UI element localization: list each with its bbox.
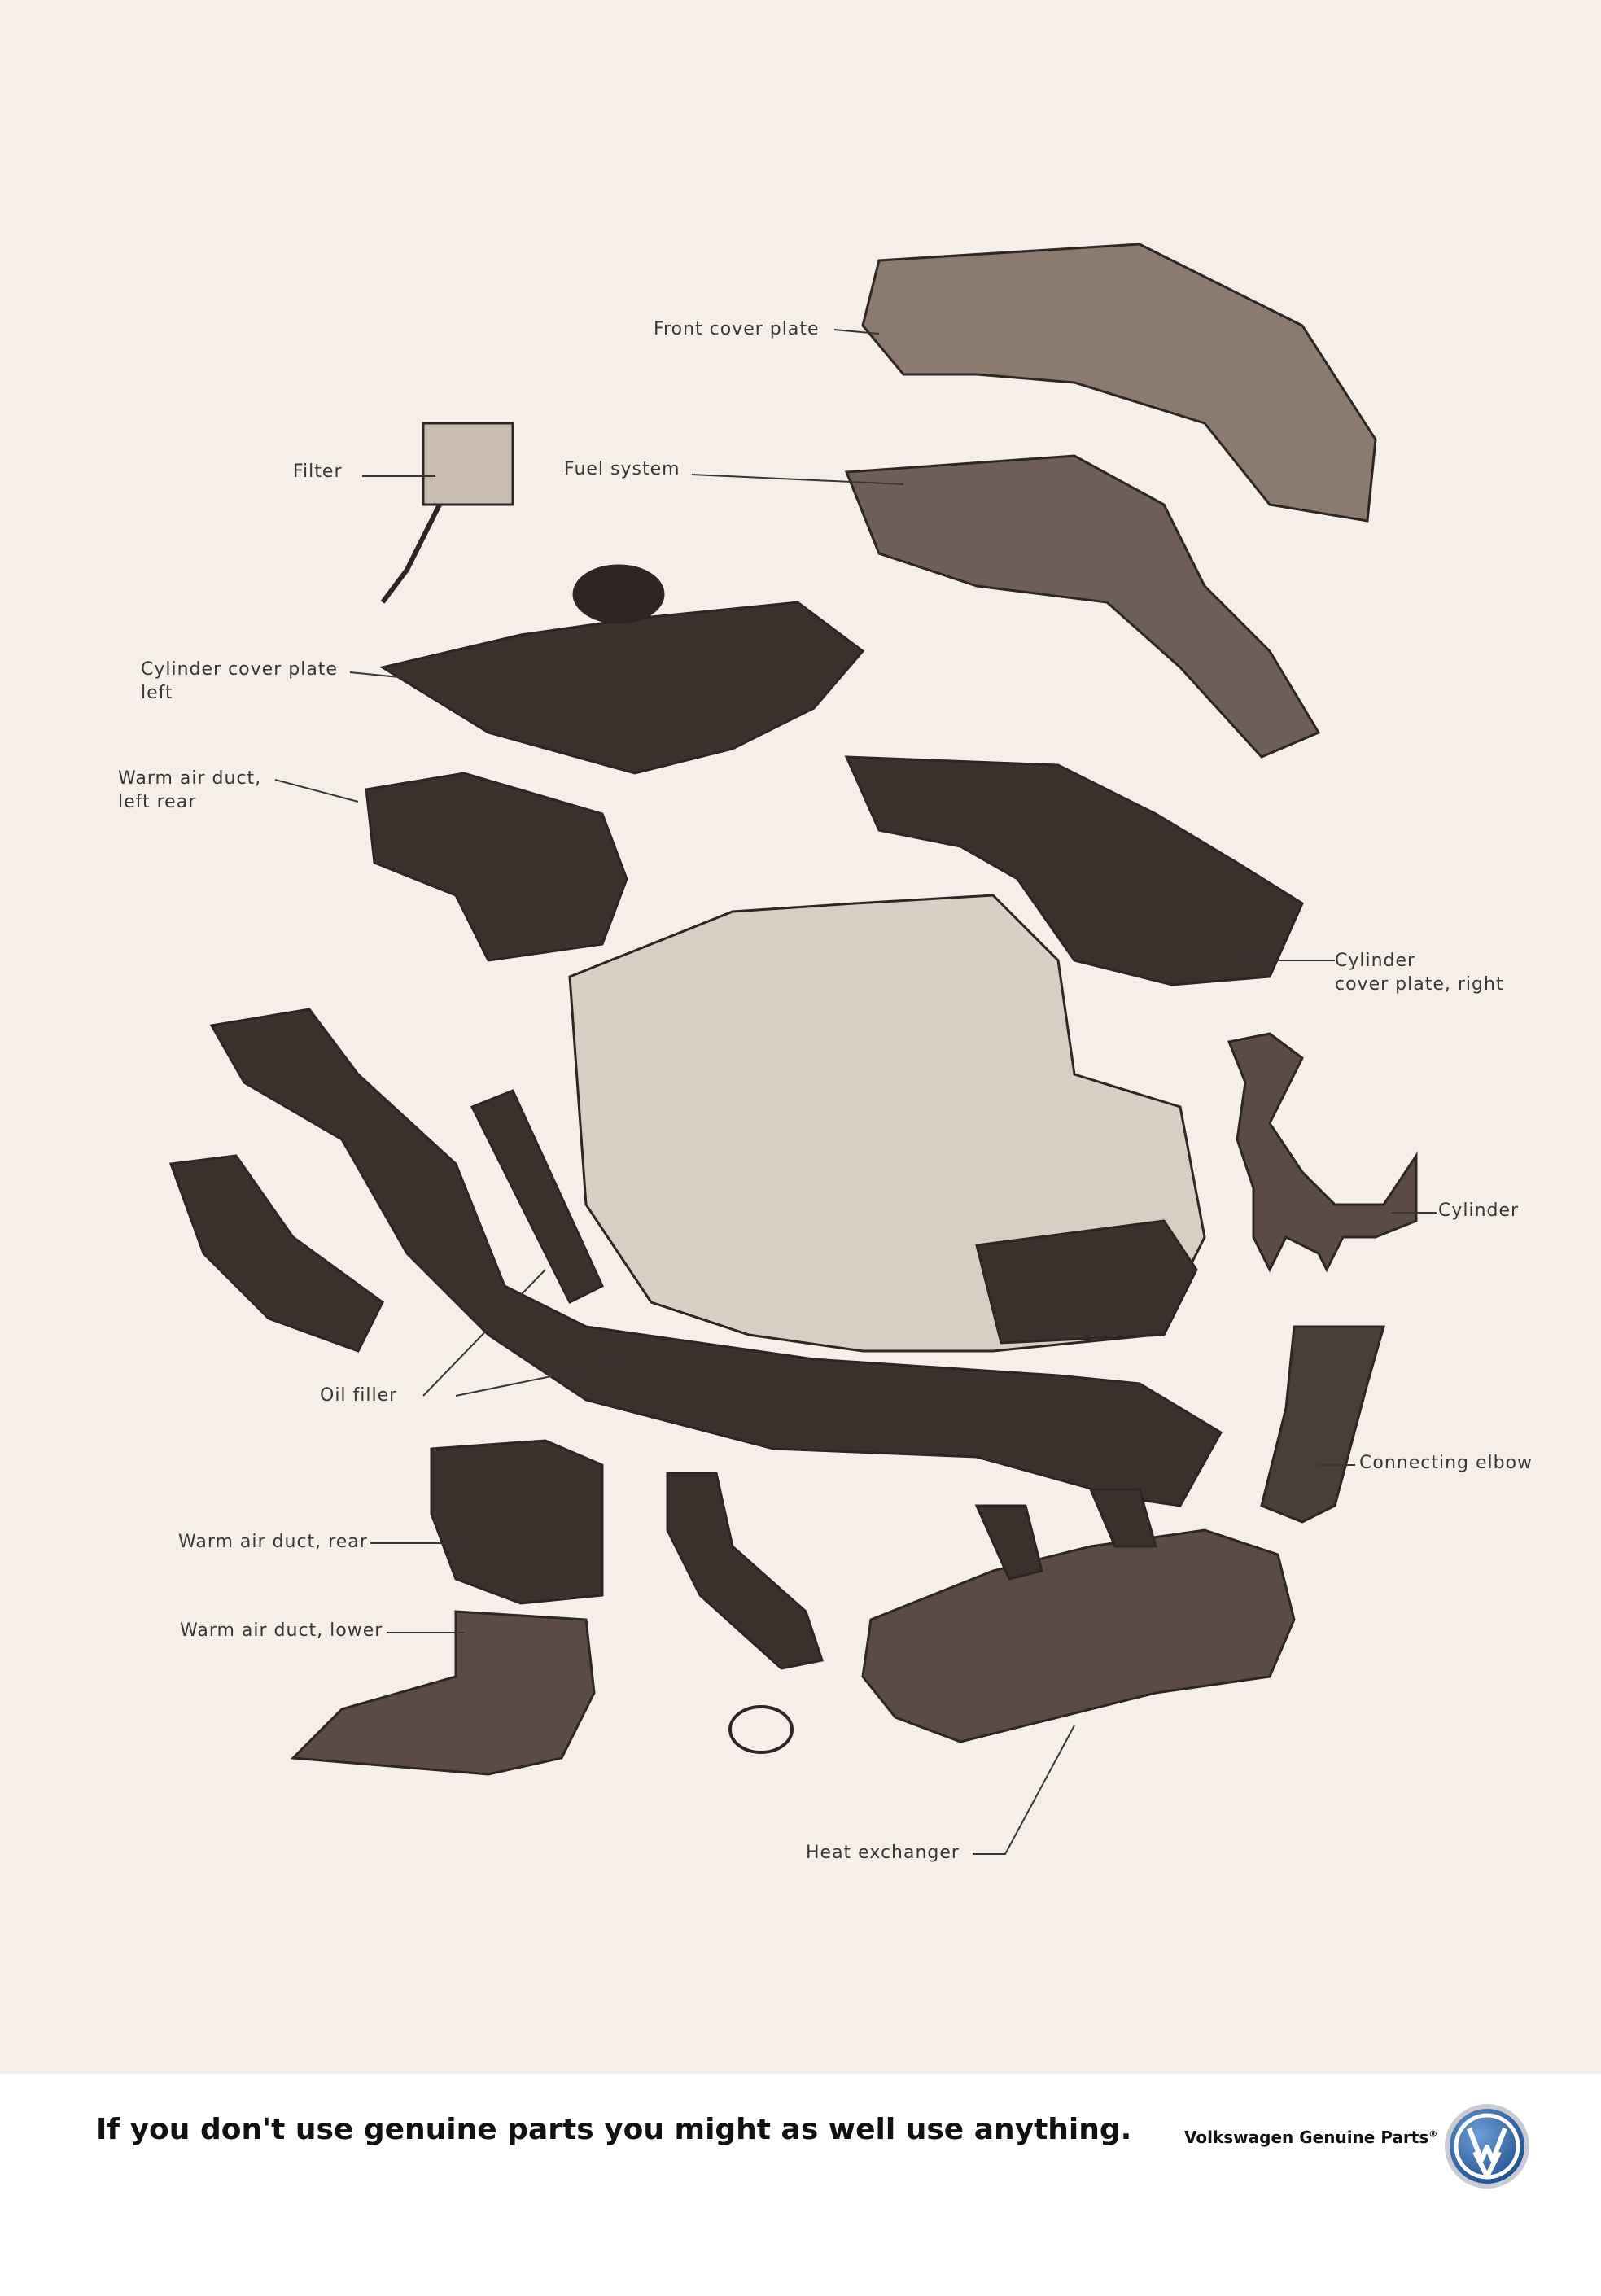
label-connecting-elbow: Connecting elbow bbox=[1359, 1453, 1533, 1473]
label-cylinder-cover-plate-left: Cylinder cover plate left bbox=[141, 659, 338, 703]
leader-heat-exchanger bbox=[973, 1725, 1075, 1855]
warm-air-duct-left-rear-part bbox=[365, 772, 628, 962]
left-elbow-part bbox=[168, 1154, 384, 1353]
tagline: If you don't use genuine parts you might… bbox=[96, 2113, 1132, 2146]
connecting-elbow-part bbox=[1260, 1325, 1385, 1524]
label-heat-exchanger: Heat exchanger bbox=[806, 1843, 960, 1863]
label-oil-filler: Oil filler bbox=[320, 1385, 398, 1406]
label-fuel-system: Fuel system bbox=[564, 459, 680, 479]
oil-filler-tube bbox=[470, 1089, 604, 1305]
label-front-cover-plate: Front cover plate bbox=[654, 319, 820, 339]
cylinder-cover-plate-right-part bbox=[844, 755, 1304, 986]
filter-bracket bbox=[380, 503, 442, 604]
leader-front-cover-plate bbox=[833, 329, 880, 335]
exploded-engine-diagram bbox=[168, 243, 1437, 1855]
leader-fuel-system bbox=[691, 474, 904, 485]
label-warm-air-duct-lower: Warm air duct, lower bbox=[180, 1620, 383, 1641]
vw-logo-icon bbox=[1445, 2104, 1529, 2189]
fuel-system-part bbox=[844, 454, 1321, 759]
footer bbox=[0, 2074, 1601, 2296]
label-cylinder: Cylinder bbox=[1438, 1200, 1520, 1221]
warm-air-duct-rear-part bbox=[430, 1439, 604, 1605]
leader-oil-filler-2 bbox=[455, 1358, 636, 1397]
gasket-part bbox=[728, 1705, 794, 1754]
label-warm-air-duct-rear: Warm air duct, rear bbox=[178, 1532, 368, 1552]
ignition-coil-part bbox=[572, 564, 665, 624]
engine-valve-cover bbox=[975, 1219, 1198, 1345]
brand-mark: ® bbox=[1428, 2128, 1438, 2140]
warm-air-duct-lower-part bbox=[290, 1610, 596, 1776]
leader-warm-air-duct-left-rear bbox=[274, 779, 359, 803]
poster-area: Front cover plate Filter Fuel system Cyl… bbox=[0, 0, 1601, 2074]
label-cylinder-cover-plate-right: Cylinder cover plate, right bbox=[1335, 951, 1504, 995]
brand-name: Volkswagen Genuine Parts® bbox=[1184, 2128, 1437, 2147]
exhaust-frame-part bbox=[209, 1008, 1223, 1507]
cylinder-cover-plate-left-part bbox=[379, 601, 865, 775]
leader-cylinder-cover-plate-left bbox=[349, 671, 424, 680]
label-warm-air-duct-left-rear: Warm air duct, left rear bbox=[118, 768, 262, 812]
front-cover-plate-part bbox=[861, 243, 1377, 523]
dinosaur-figure bbox=[1227, 1032, 1418, 1273]
filter-part bbox=[422, 422, 514, 506]
heat-exchanger-part bbox=[861, 1528, 1296, 1743]
leader-oil-filler-1 bbox=[422, 1269, 546, 1397]
label-filter: Filter bbox=[293, 461, 343, 482]
heat-exchanger-pipes bbox=[974, 1488, 1157, 1581]
brand-text: Volkswagen Genuine Parts bbox=[1184, 2128, 1429, 2147]
heat-exchanger-pipe bbox=[666, 1472, 824, 1670]
